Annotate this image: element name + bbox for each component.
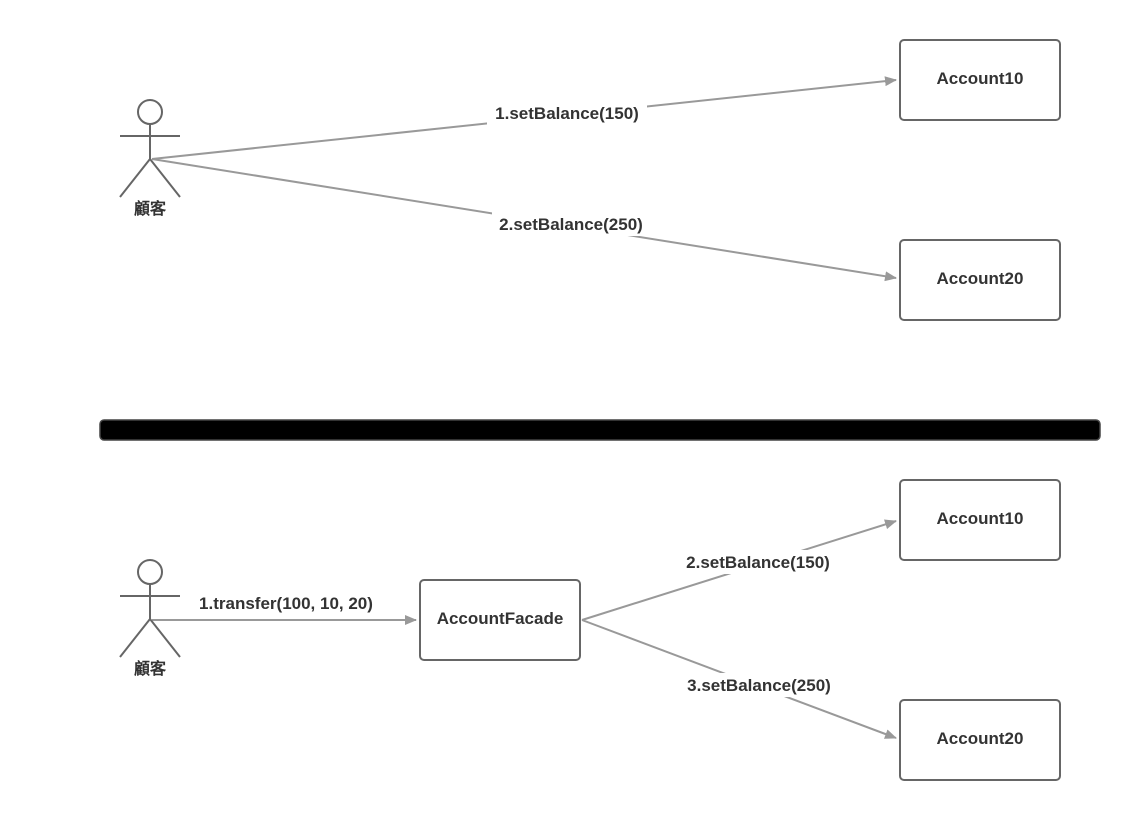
top-node-account10-label: Account10 (937, 69, 1024, 88)
bottom-diagram: 1.transfer(100, 10, 20) 2.setBalance(150… (119, 479, 1061, 781)
top-actor-label: 顧客 (134, 199, 167, 218)
top-edge-label-call2: 2.setBalance(250) (499, 215, 643, 234)
bottom-actor-label: 顧客 (134, 659, 167, 678)
bottom-node-account20-label: Account20 (937, 729, 1024, 748)
bottom-actor[interactable]: 顧客 (119, 559, 181, 678)
stick-figure-actor-icon (119, 559, 181, 658)
top-diagram: 1.setBalance(150) 2.setBalance(250) 顧客 A… (119, 39, 1061, 321)
top-node-account20[interactable]: Account20 (899, 239, 1061, 321)
stick-figure-actor-icon (119, 99, 181, 198)
top-node-account20-label: Account20 (937, 269, 1024, 288)
bottom-edge-label-transfer: 1.transfer(100, 10, 20) (199, 594, 373, 613)
bottom-node-account10[interactable]: Account10 (899, 479, 1061, 561)
top-edge-label-call1: 1.setBalance(150) (495, 104, 639, 123)
separator-bar (99, 419, 1101, 441)
bottom-node-facade-label: AccountFacade (437, 609, 564, 628)
bottom-node-facade[interactable]: AccountFacade (419, 579, 581, 661)
bottom-node-account20[interactable]: Account20 (899, 699, 1061, 781)
bottom-node-account10-label: Account10 (937, 509, 1024, 528)
bottom-edge-label-call3: 3.setBalance(250) (687, 676, 831, 695)
top-actor[interactable]: 顧客 (119, 99, 181, 218)
bottom-edge-label-call2: 2.setBalance(150) (686, 553, 830, 572)
top-node-account10[interactable]: Account10 (899, 39, 1061, 121)
